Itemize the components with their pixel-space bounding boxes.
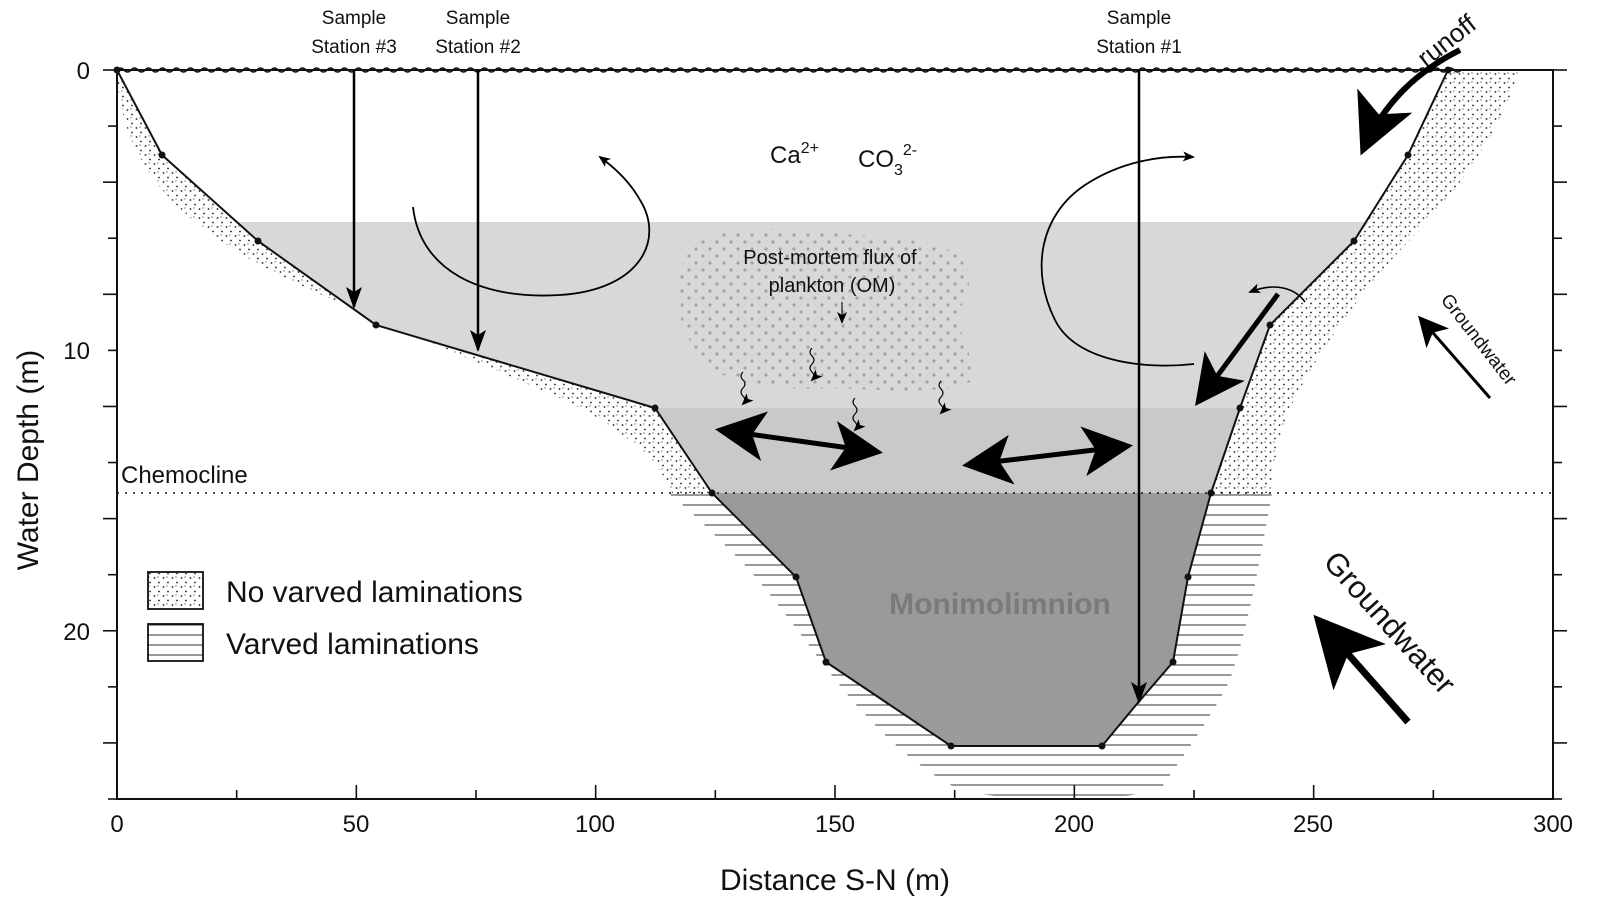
groundwater-arrow-large bbox=[1313, 614, 1411, 725]
legend-swatch-varved bbox=[147, 623, 204, 662]
x-tick-label-100: 100 bbox=[575, 811, 615, 838]
station-2-label-line1: Sample bbox=[446, 8, 510, 29]
calcium-ion-label: Ca2+ bbox=[770, 140, 819, 169]
sediment-no-varved-left bbox=[117, 70, 712, 493]
circulation-arrow-left bbox=[412, 155, 651, 297]
plankton-cloud bbox=[679, 229, 972, 391]
y-axis-title: Water Depth (m) bbox=[12, 350, 45, 571]
runoff-label: runoff bbox=[1411, 8, 1482, 73]
slope-flow-arrow bbox=[1195, 292, 1281, 407]
sediment-no-varved-right bbox=[1211, 70, 1520, 493]
flux-label-line2: plankton (OM) bbox=[769, 275, 896, 297]
x-tick-label-200: 200 bbox=[1054, 811, 1094, 838]
mixing-arrow-right bbox=[962, 426, 1133, 485]
station-2-label-line2: Station #2 bbox=[435, 37, 521, 58]
runoff-arrow bbox=[1357, 47, 1462, 156]
groundwater-label-small: Groundwater bbox=[1436, 290, 1521, 390]
legend: No varved laminations Varved laminations bbox=[147, 571, 523, 662]
legend-swatch-no-varved bbox=[147, 571, 204, 610]
flux-label-line1: Post-mortem flux of bbox=[743, 247, 917, 269]
middle-water-layer bbox=[655, 408, 1240, 493]
x-axis-title: Distance S-N (m) bbox=[720, 864, 950, 897]
y-tick-label-10: 10 bbox=[63, 338, 90, 365]
station-3-label-line2: Station #3 bbox=[311, 37, 397, 58]
groundwater-label-large: Groundwater bbox=[1317, 544, 1463, 701]
station-3-label-line1: Sample bbox=[322, 8, 386, 29]
legend-label-no-varved: No varved laminations bbox=[226, 576, 523, 609]
x-tick-label-150: 150 bbox=[815, 811, 855, 838]
x-axis-ticks bbox=[116, 785, 1554, 799]
chemocline-label: Chemocline bbox=[121, 462, 248, 489]
slope-eddy-arrow bbox=[1248, 283, 1306, 303]
legend-label-varved: Varved laminations bbox=[226, 628, 479, 661]
y-axis-ticks bbox=[103, 69, 1567, 800]
monimolimnion-layer bbox=[712, 493, 1211, 746]
station-1-label-line2: Station #1 bbox=[1096, 37, 1182, 58]
x-tick-label-50: 50 bbox=[343, 811, 370, 838]
x-tick-label-250: 250 bbox=[1293, 811, 1333, 838]
groundwater-arrow-small bbox=[1418, 315, 1492, 399]
circulation-arrow-right bbox=[1040, 151, 1195, 367]
x-tick-label-300: 300 bbox=[1533, 811, 1573, 838]
x-tick-label-0: 0 bbox=[110, 811, 123, 838]
y-tick-label-0: 0 bbox=[77, 58, 90, 85]
monimolimnion-label: Monimolimnion bbox=[889, 588, 1111, 621]
station-1-label-line1: Sample bbox=[1107, 8, 1171, 29]
mixing-arrow-left bbox=[715, 411, 883, 471]
y-tick-label-20: 20 bbox=[63, 619, 90, 646]
carbonate-ion-label: CO32- bbox=[858, 142, 917, 179]
